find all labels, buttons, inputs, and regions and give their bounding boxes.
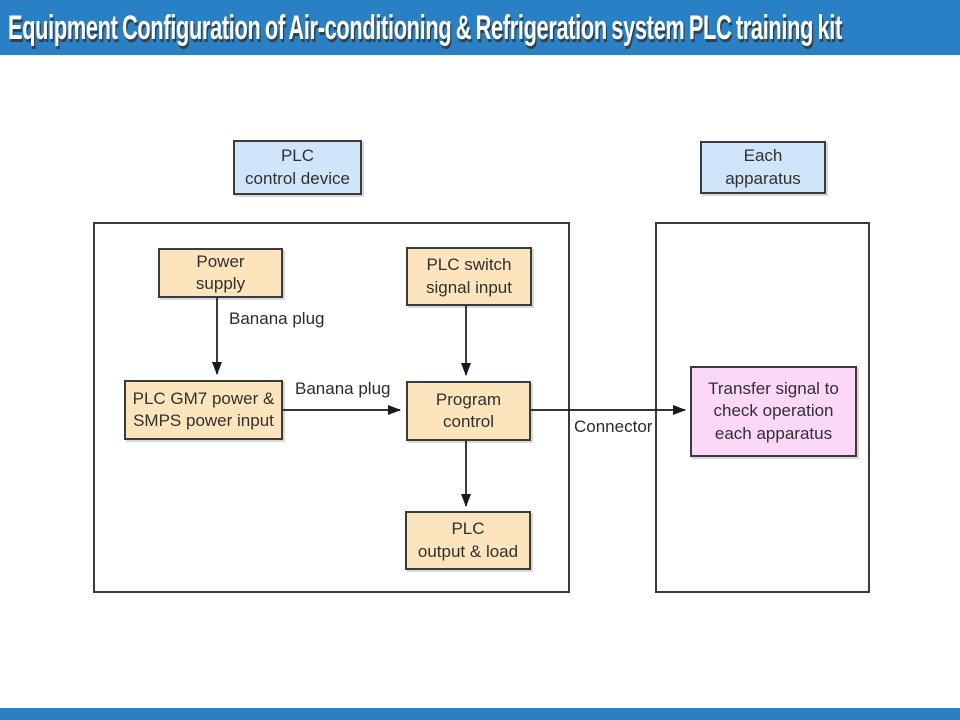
node-transfer-signal: Transfer signal to check operation each … — [690, 366, 857, 457]
edge-label-connector: Connector — [574, 417, 653, 436]
node-plc-output-load: PLC output & load — [405, 511, 531, 570]
edge-label-banana-plug-2: Banana plug — [295, 379, 391, 398]
edge-label-banana-plug-1: Banana plug — [229, 309, 325, 328]
slide-title: Equipment Configuration of Air-condition… — [8, 9, 842, 47]
node-plc-switch-signal-input: PLC switch signal input — [406, 247, 532, 306]
node-plc-gm7-smps-power-input: PLC GM7 power & SMPS power input — [124, 380, 283, 440]
node-power-supply: Power supply — [158, 248, 283, 298]
node-program-control: Program control — [406, 381, 531, 441]
node-each-apparatus: Each apparatus — [700, 141, 826, 194]
footer-bar — [0, 708, 960, 720]
each-apparatus-group-outline — [655, 222, 870, 593]
plc-control-device-group-outline — [93, 222, 570, 593]
node-plc-control-device: PLC control device — [233, 140, 362, 195]
title-bar: Equipment Configuration of Air-condition… — [0, 0, 960, 55]
